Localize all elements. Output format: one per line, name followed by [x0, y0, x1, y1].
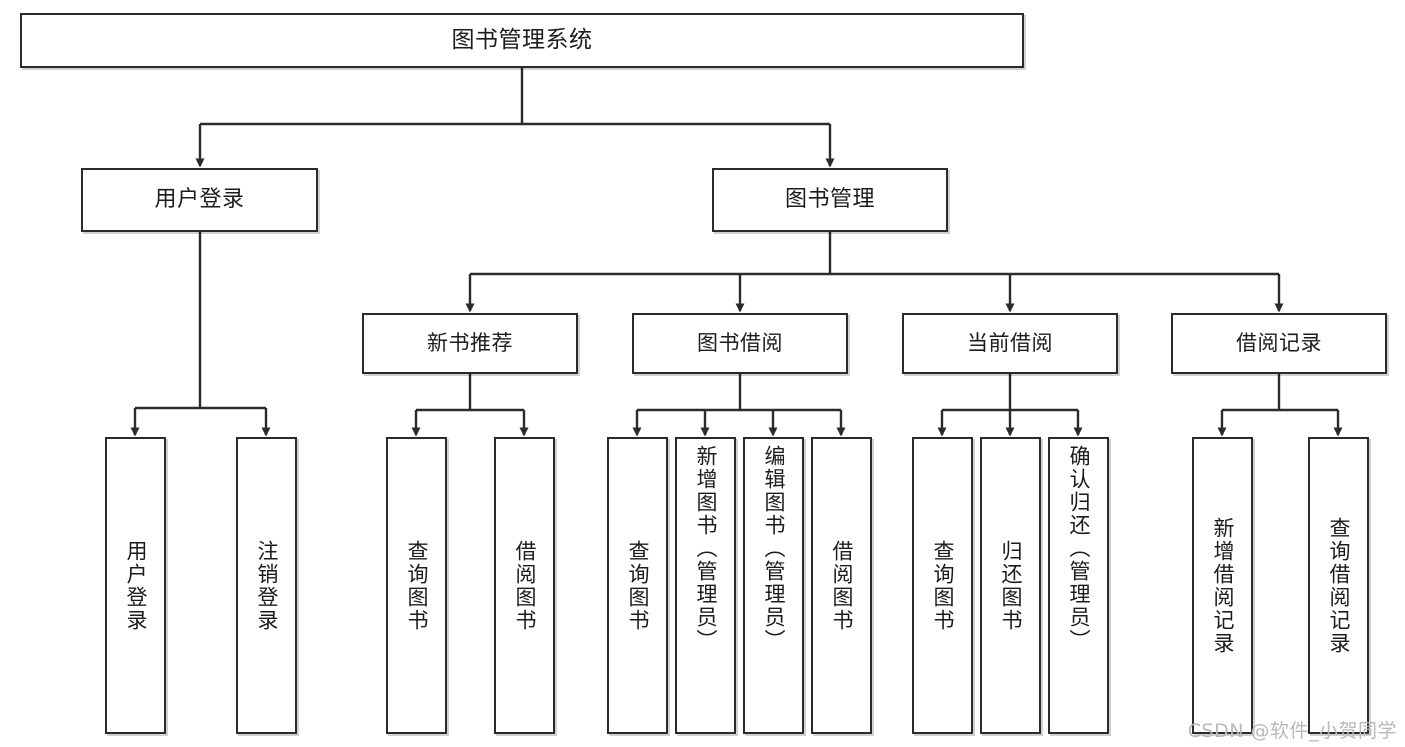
node-leaf-borrow-borrow-book[interactable]: 借阅图书	[811, 437, 872, 734]
node-leaf-record-add[interactable]: 新增借阅记录	[1192, 437, 1253, 734]
node-label: 编辑图书（管理员）	[762, 445, 786, 652]
node-label: 图书管理	[784, 187, 875, 213]
node-label: 新增图书（管理员）	[694, 445, 718, 652]
node-root-book-management-system[interactable]: 图书管理系统	[20, 13, 1024, 68]
node-label: 归还图书	[999, 539, 1023, 632]
node-leaf-new-book-borrow[interactable]: 借阅图书	[494, 437, 555, 734]
node-label: 查询借阅记录	[1327, 516, 1351, 655]
node-label: 用户登录	[154, 187, 245, 213]
node-borrow-record[interactable]: 借阅记录	[1171, 313, 1387, 374]
node-label: 借阅图书	[830, 539, 854, 632]
node-label: 图书管理系统	[451, 27, 593, 54]
node-leaf-user-login-signin[interactable]: 用户登录	[105, 437, 166, 734]
node-label: 新书推荐	[427, 331, 513, 356]
node-label: 当前借阅	[967, 331, 1053, 356]
node-label: 新增借阅记录	[1211, 516, 1235, 655]
node-label: 查询图书	[626, 539, 650, 632]
node-leaf-current-query-book[interactable]: 查询图书	[912, 437, 973, 734]
node-book-management[interactable]: 图书管理	[712, 168, 948, 232]
node-label: 注销登录	[255, 539, 279, 632]
node-leaf-new-book-query[interactable]: 查询图书	[386, 437, 447, 734]
node-leaf-borrow-query-book[interactable]: 查询图书	[607, 437, 668, 734]
node-label: 查询图书	[931, 539, 955, 632]
node-new-book-recommend[interactable]: 新书推荐	[362, 313, 578, 374]
node-leaf-current-confirm-return-admin[interactable]: 确认归还（管理员）	[1048, 437, 1109, 734]
node-user-login[interactable]: 用户登录	[81, 168, 318, 232]
node-label: 借阅记录	[1236, 331, 1322, 356]
node-leaf-user-login-signout[interactable]: 注销登录	[236, 437, 297, 734]
node-leaf-borrow-edit-book-admin[interactable]: 编辑图书（管理员）	[743, 437, 804, 734]
node-label: 借阅图书	[513, 539, 537, 632]
node-label: 用户登录	[124, 539, 148, 632]
node-label: 图书借阅	[697, 331, 783, 356]
node-current-borrow[interactable]: 当前借阅	[902, 313, 1118, 374]
node-leaf-record-query[interactable]: 查询借阅记录	[1308, 437, 1369, 734]
node-leaf-current-return-book[interactable]: 归还图书	[980, 437, 1041, 734]
node-book-borrow[interactable]: 图书借阅	[632, 313, 848, 374]
node-label: 确认归还（管理员）	[1067, 445, 1091, 652]
node-label: 查询图书	[405, 539, 429, 632]
node-leaf-borrow-add-book-admin[interactable]: 新增图书（管理员）	[675, 437, 736, 734]
